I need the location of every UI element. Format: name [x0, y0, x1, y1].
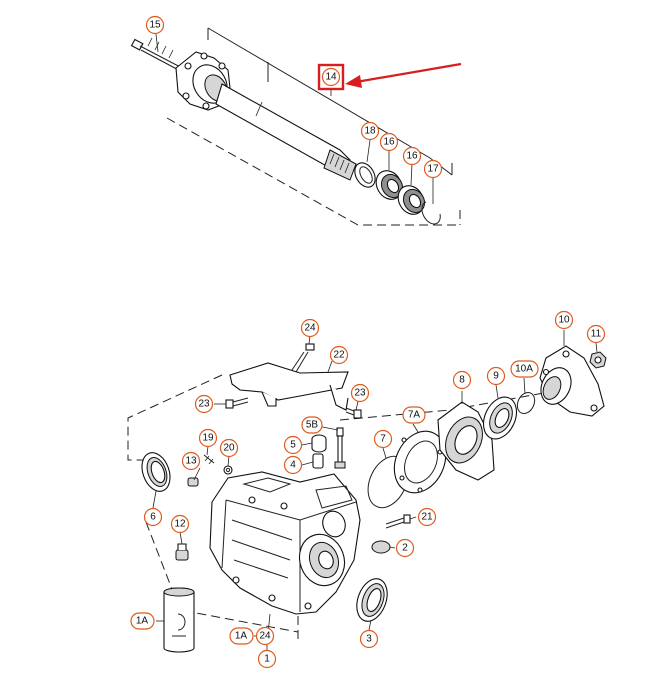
callout-24-bottom: 24 [255, 626, 275, 646]
callout-23-right: 23 [350, 383, 370, 403]
svg-text:22: 22 [333, 350, 345, 361]
svg-text:13: 13 [185, 456, 197, 467]
bolt-23-left [225, 397, 249, 409]
bolt-5b [334, 427, 346, 469]
callout-10a: 10A [510, 360, 539, 378]
callout-1a-mid: 1A [229, 627, 254, 645]
svg-text:23: 23 [198, 399, 210, 410]
svg-text:5B: 5B [306, 420, 319, 431]
callout-21: 21 [417, 507, 437, 527]
callout-16-b: 16 [402, 146, 422, 166]
svg-text:16: 16 [383, 137, 395, 148]
oil-bottle-1a [163, 587, 195, 653]
washer-20 [223, 465, 233, 475]
callout-8: 8 [452, 370, 472, 390]
circlip-17 [421, 201, 441, 225]
cover-8 [437, 401, 495, 481]
bearing-16-b [397, 185, 426, 215]
svg-text:16: 16 [406, 151, 418, 162]
nut-11 [589, 351, 607, 369]
callout-3: 3 [359, 629, 379, 649]
callout-11: 11 [586, 324, 606, 344]
callout-17: 17 [423, 159, 443, 179]
seal-9 [482, 396, 518, 440]
svg-text:18: 18 [364, 126, 376, 137]
callout-6: 6 [143, 507, 163, 527]
svg-text:8: 8 [459, 375, 465, 386]
transfer-case-housing [209, 471, 361, 615]
svg-text:4: 4 [290, 460, 296, 471]
svg-text:11: 11 [591, 329, 602, 340]
svg-text:24: 24 [304, 323, 316, 334]
callout-23-left: 23 [194, 394, 214, 414]
lower-assembly-outline [127, 374, 561, 640]
callout-9: 9 [486, 366, 506, 386]
callout-22: 22 [329, 345, 349, 365]
callout-18: 18 [360, 121, 380, 141]
svg-text:23: 23 [354, 388, 366, 399]
svg-text:9: 9 [493, 371, 499, 382]
svg-text:17: 17 [427, 164, 439, 175]
svg-text:7: 7 [380, 434, 386, 445]
callout-24-top: 24 [300, 318, 320, 338]
callout-16-a: 16 [379, 132, 399, 152]
callout-5: 5 [283, 435, 303, 455]
svg-text:1A: 1A [136, 616, 149, 627]
pointer-arrow [345, 62, 462, 88]
bearing-16-a [375, 170, 404, 200]
screw-19 [203, 454, 215, 465]
svg-text:3: 3 [366, 634, 372, 645]
callout-12: 12 [170, 514, 190, 534]
upper-leaders [155, 33, 434, 204]
callout-19: 19 [198, 428, 218, 448]
upper-assembly-outline [166, 27, 461, 226]
svg-text:5: 5 [290, 440, 296, 451]
svg-text:12: 12 [174, 519, 186, 530]
svg-text:6: 6 [150, 512, 156, 523]
bolt-23-right [345, 407, 362, 419]
svg-text:24: 24 [259, 631, 271, 642]
callout-7a: 7A [402, 406, 426, 424]
bolt-24-top [291, 343, 315, 373]
callout-14[interactable]: 14 [321, 67, 341, 87]
svg-text:1: 1 [264, 654, 270, 665]
callout-7: 7 [373, 429, 393, 449]
gasket-7a [393, 430, 447, 494]
seal-3 [356, 578, 388, 622]
bolt-21 [385, 514, 411, 529]
svg-text:10: 10 [558, 315, 570, 326]
bracket-22 [229, 362, 349, 411]
drain-plug-12 [175, 543, 189, 561]
pin-4 [312, 453, 324, 469]
flange-10 [539, 345, 605, 417]
callout-20: 20 [219, 438, 239, 458]
svg-text:7A: 7A [408, 410, 421, 421]
cap-2 [371, 540, 391, 554]
plug-13 [187, 477, 199, 487]
callout-2: 2 [395, 538, 415, 558]
driveshaft-14 [175, 51, 357, 181]
svg-text:14: 14 [325, 72, 337, 83]
svg-text:2: 2 [402, 543, 408, 554]
plug-5 [311, 434, 327, 453]
svg-text:20: 20 [223, 443, 235, 454]
svg-text:15: 15 [149, 20, 161, 31]
highlight-part-14 [317, 63, 345, 91]
svg-text:1A: 1A [235, 631, 248, 642]
svg-text:19: 19 [202, 433, 214, 444]
washer-10a [516, 391, 536, 415]
callout-5b: 5B [301, 416, 323, 434]
callout-1: 1 [257, 649, 277, 669]
callout-4: 4 [283, 455, 303, 475]
svg-text:21: 21 [421, 512, 433, 523]
callout-10: 10 [554, 310, 574, 330]
callout-13: 13 [181, 451, 201, 471]
callout-15: 15 [145, 15, 165, 35]
seal-6 [141, 452, 171, 492]
callout-1a-left: 1A [130, 612, 155, 630]
svg-text:10A: 10A [515, 364, 533, 375]
ring-18 [354, 162, 376, 188]
